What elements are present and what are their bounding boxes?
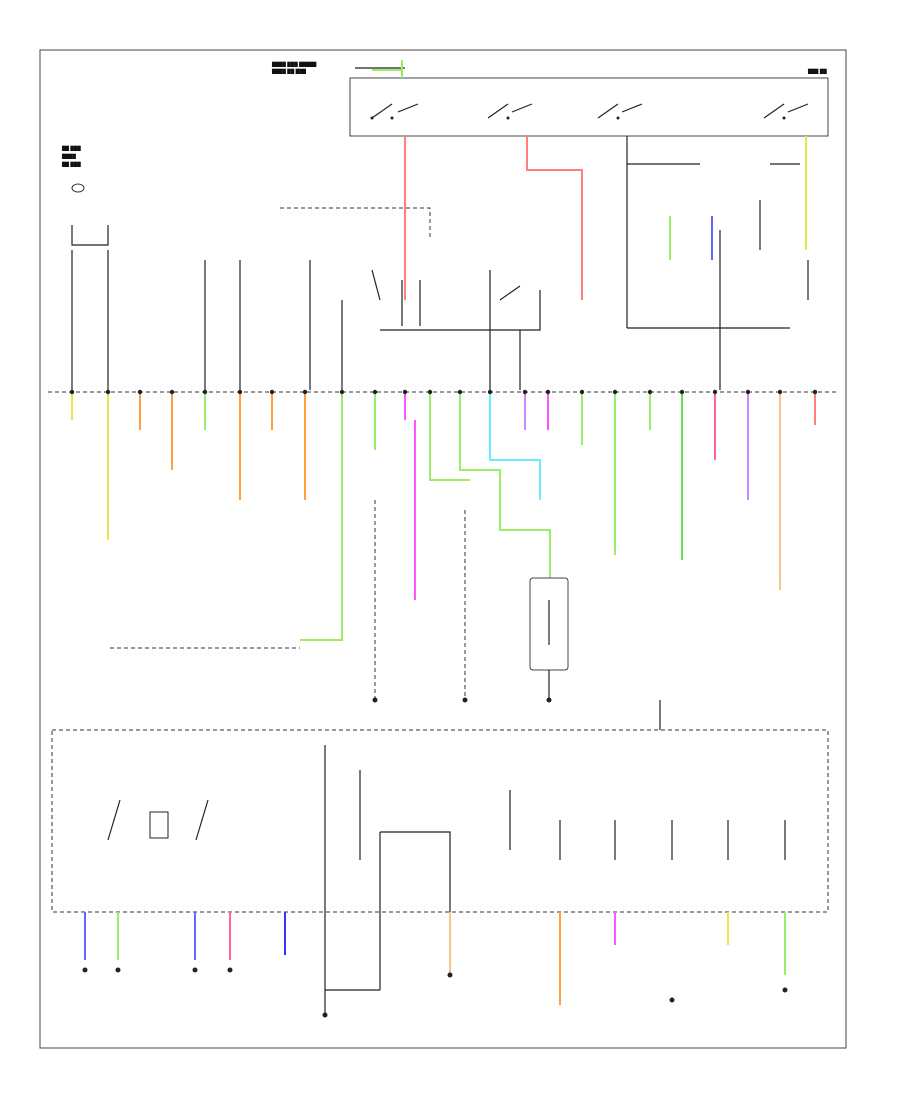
left-upper-relay: ██ ███ ████ ██ ███ <box>61 145 109 390</box>
relay-switch-4 <box>763 103 809 120</box>
svg-text:██ ███: ██ ███ <box>61 161 81 168</box>
mid-section-lines <box>110 500 569 700</box>
diagram-border <box>39 49 847 1049</box>
middle-relays <box>204 207 541 390</box>
svg-text:████ ███ █████: ████ ███ █████ <box>271 61 317 68</box>
svg-text:████ ██ ███: ████ ██ ███ <box>271 68 307 75</box>
svg-text:██ ███: ██ ███ <box>61 145 81 152</box>
relay-switch-1 <box>370 103 419 120</box>
relay-switch-2 <box>487 103 533 120</box>
bottom-module <box>51 700 829 990</box>
relay-switch-3 <box>597 103 643 120</box>
branch-wires <box>71 392 816 641</box>
right-relay-cluster <box>627 200 809 390</box>
top-relay-box: ████ ███ █████ ████ ██ ███ ███ ██ <box>271 60 829 137</box>
bottom-output-wires <box>84 912 786 1015</box>
svg-text:███ ██: ███ ██ <box>807 68 827 75</box>
svg-text:████: ████ <box>61 153 76 160</box>
top-feed-wires <box>404 136 807 328</box>
connector-dots <box>69 389 818 1018</box>
